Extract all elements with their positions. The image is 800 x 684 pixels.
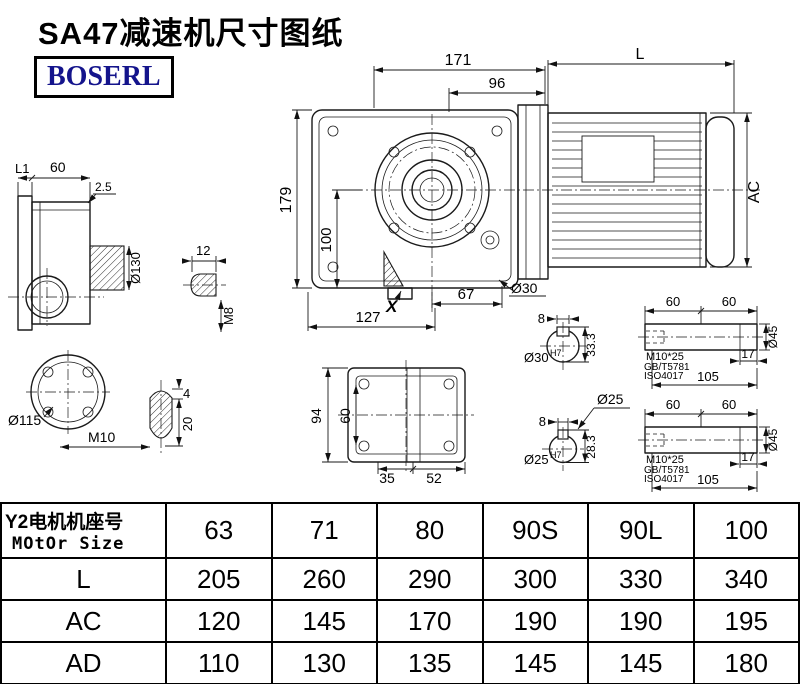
- dim-67: 67: [458, 286, 475, 303]
- dim-AC: AC: [746, 181, 763, 203]
- label-std-gb-30: GB/T5781: [644, 362, 690, 373]
- L-value: 290: [376, 557, 484, 601]
- dim-60-bottom: 60: [337, 408, 353, 424]
- motor-dimension-table: Y2电机机座号 MOtOr Size 63 71 80 90S 90L 100 …: [0, 502, 800, 684]
- size-col-1: 63: [165, 502, 273, 559]
- dim-key-8-25: 8: [539, 414, 546, 429]
- table-row-L: L 205 260 290 300 330 340: [0, 557, 800, 601]
- motor-view: L AC: [517, 46, 763, 280]
- AC-value: 190: [481, 599, 589, 643]
- AD-value: 145: [481, 641, 589, 684]
- dim-m10: M10: [88, 429, 115, 445]
- label-25: Ø25: [597, 391, 624, 407]
- dim-45-25: Ø45: [766, 428, 780, 451]
- shaft-detail-25: Ø25 8 28.3 Ø25 H7 60 60: [524, 391, 780, 492]
- dim-100: 100: [318, 227, 335, 252]
- AD-value: 145: [587, 641, 695, 684]
- label-bore-25: Ø25: [524, 452, 549, 467]
- motor-size-label-cn: Y2电机机座号: [5, 512, 124, 533]
- dim-45-30: Ø45: [766, 325, 780, 348]
- L-value: 330: [587, 557, 695, 601]
- dim-17-30: 17: [741, 347, 755, 361]
- dim-171: 171: [445, 52, 472, 69]
- dim-2-5: 2.5: [95, 180, 112, 194]
- dim-m8: M8: [221, 307, 236, 325]
- page-title: SA47减速机尺寸图纸: [38, 16, 344, 51]
- brand-logo: BOSERL: [34, 56, 174, 98]
- size-col-2: 71: [270, 502, 378, 559]
- size-col-6: 100: [692, 502, 800, 559]
- dim-127: 127: [355, 309, 380, 326]
- AC-value: 145: [270, 599, 378, 643]
- AC-value: 120: [165, 599, 273, 643]
- dim-179: 179: [278, 187, 295, 214]
- AC-value: 195: [692, 599, 800, 643]
- row-label-L: L: [0, 557, 167, 601]
- label-shaft-dia-30: Ø30: [511, 280, 538, 296]
- dim-pilot-dia: Ø115: [8, 412, 41, 428]
- AD-value: 135: [376, 641, 484, 684]
- section-mark-x: X: [385, 297, 399, 316]
- motor-size-header-cell: Y2电机机座号 MOtOr Size: [0, 502, 167, 559]
- dim-60b-25: 60: [722, 397, 736, 412]
- label-thread-30: M10*25: [646, 351, 684, 363]
- row-label-AC: AC: [0, 599, 167, 643]
- table-row-AC: AC 120 145 170 190 190 195: [0, 599, 800, 643]
- size-col-5: 90L: [587, 502, 695, 559]
- dim-96: 96: [489, 75, 506, 92]
- AC-value: 170: [376, 599, 484, 643]
- plug-detail: 4 20: [149, 379, 195, 456]
- L-value: 260: [270, 557, 378, 601]
- AC-value: 190: [587, 599, 695, 643]
- L-value: 205: [165, 557, 273, 601]
- label-thread-25: M10*25: [646, 454, 684, 466]
- dim-60b-30: 60: [722, 294, 736, 309]
- dim-L: L: [636, 46, 645, 63]
- bottom-view: 94 60 35 52: [308, 360, 474, 486]
- dim-flange-dia: Ø130: [128, 252, 143, 284]
- dim-key-8: 8: [538, 311, 545, 326]
- dim-4: 4: [183, 386, 190, 401]
- dim-l1: L1: [15, 161, 29, 176]
- label-bore-30: Ø30: [524, 350, 549, 365]
- label-bore-25-tol: H7: [550, 450, 562, 460]
- size-col-4: 90S: [481, 502, 589, 559]
- dim-94: 94: [308, 408, 324, 424]
- technical-drawing: L1 60 2.5 Ø130 Ø115 M10 12 M8: [8, 46, 780, 492]
- label-std-gb-25: GB/T5781: [644, 465, 690, 476]
- dim-33-3: 33.3: [584, 333, 598, 357]
- dim-105-30: 105: [697, 369, 719, 384]
- dim-28-3: 28.3: [584, 435, 598, 459]
- table-header-row: Y2电机机座号 MOtOr Size 63 71 80 90S 90L 100: [0, 502, 800, 559]
- row-label-AD: AD: [0, 641, 167, 684]
- side-view: L1 60 2.5 Ø130 Ø115 M10: [8, 159, 150, 450]
- label-std-iso-30: ISO4017: [644, 371, 684, 382]
- shaft-detail-30: 8 33.3 Ø30 H7 60 60 17 105 M10*25 GB/T57…: [524, 294, 780, 389]
- dim-12: 12: [196, 243, 210, 258]
- L-value: 300: [481, 557, 589, 601]
- dim-60a-25: 60: [666, 397, 680, 412]
- label-bore-30-tol: H7: [550, 348, 562, 358]
- AD-value: 110: [165, 641, 273, 684]
- dim-60a-30: 60: [666, 294, 680, 309]
- front-view: 171 96 179 100 67 Ø30 127 X: [278, 52, 760, 331]
- dim-105-25: 105: [697, 472, 719, 487]
- L-value: 340: [692, 557, 800, 601]
- dim-52: 52: [426, 470, 442, 486]
- pin-detail: 12 M8: [182, 243, 236, 332]
- table-row-AD: AD 110 130 135 145 145 180: [0, 641, 800, 684]
- dim-60-side: 60: [50, 159, 66, 175]
- size-col-3: 80: [376, 502, 484, 559]
- AD-value: 130: [270, 641, 378, 684]
- AD-value: 180: [692, 641, 800, 684]
- dim-35: 35: [379, 470, 395, 486]
- dim-17-25: 17: [741, 450, 755, 464]
- label-std-iso-25: ISO4017: [644, 474, 684, 485]
- motor-size-label-en: MOtOr Size: [12, 534, 125, 554]
- dim-20: 20: [180, 417, 195, 431]
